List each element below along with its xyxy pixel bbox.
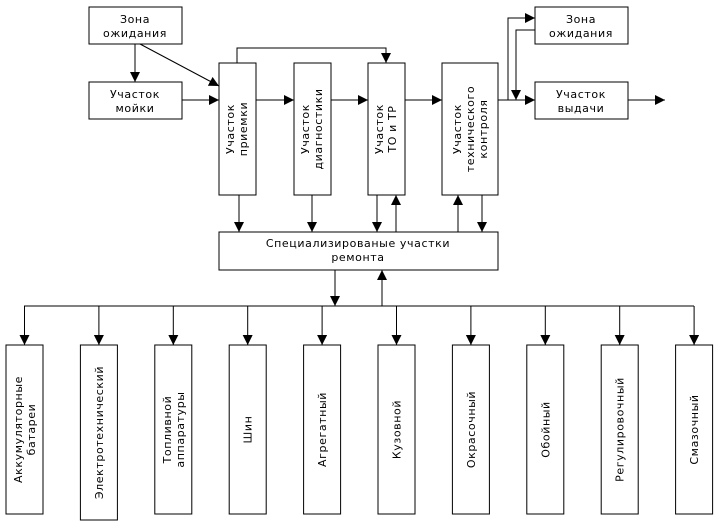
- workshop-9-box: [600, 344, 639, 515]
- uchastok-vydachi-line-1: Участок: [556, 88, 606, 101]
- workshop-3-label-line-2: аппаратуры: [174, 391, 187, 467]
- workshop-8-label-line-1: Обойный: [539, 401, 552, 458]
- workshop-1-label-line-2: батареи: [25, 404, 38, 456]
- uchastok-tech-kontrolya-line-1: Участок: [451, 104, 464, 154]
- zona-ozhidaniya-1-box: [88, 6, 183, 45]
- uchastok-moiki-line-2: мойки: [116, 102, 155, 115]
- workshop-2-box: [79, 344, 118, 521]
- zona-ozhidaniya-2-box: [534, 6, 629, 45]
- uchastok-vydachi-line-2: выдачи: [558, 102, 605, 115]
- workshop-4-box: [228, 344, 267, 515]
- workshop-3-box: [154, 344, 193, 515]
- workshop-3-label-line-1: Топливной: [161, 396, 174, 465]
- uchastok-diagnostiki-line-1: Участок: [299, 104, 312, 154]
- arrow-zona-2-to-vydacha: [511, 29, 535, 100]
- zona-ozhidaniya-2-line-2: ожидания: [549, 27, 613, 40]
- uchastok-to-tr-box: [367, 62, 406, 196]
- uchastok-priemki-line-2: приемки: [237, 102, 250, 156]
- workshop-1-box: [5, 344, 44, 515]
- uchastok-priemki-line-1: Участок: [224, 104, 237, 154]
- workshop-10-box: [675, 344, 714, 515]
- spec-uchastki-line-1: Специализированые участки: [266, 237, 450, 250]
- uchastok-moiki-box: [88, 81, 183, 120]
- uchastok-to-tr-line-1: Участок: [373, 104, 386, 154]
- uchastok-tech-kontrolya-box: [441, 62, 499, 196]
- workshop-6-label-line-1: Кузовной: [391, 400, 404, 459]
- uchastok-diagnostiki-box: [293, 62, 332, 196]
- uchastok-priemki-box: [218, 62, 257, 196]
- workshop-8-box: [526, 344, 565, 515]
- uchastok-tech-kontrolya-line-3: контроля: [477, 99, 490, 158]
- zona-ozhidaniya-2-line-1: Зона: [566, 13, 596, 26]
- workshop-2-label-line-1: Электротехнический: [93, 366, 106, 499]
- connectors: [19, 13, 700, 345]
- arrow-zona-to-priemka: [139, 43, 220, 87]
- workshop-5-label-line-1: Агрегатный: [316, 392, 329, 467]
- workshop-10-label-line-1: Смазочный: [688, 394, 701, 464]
- workshop-5-box: [303, 344, 342, 515]
- arrow-tech-kontrol-to-zona-2: [507, 13, 535, 100]
- workshop-4-label-line-1: Шин: [242, 416, 255, 444]
- uchastok-tech-kontrolya-line-2: технического: [464, 86, 477, 172]
- zona-ozhidaniya-1-line-1: Зона: [120, 13, 150, 26]
- workshop-9-label-line-1: Регулировочный: [614, 377, 627, 482]
- workshop-7-box: [451, 344, 490, 515]
- uchastok-moiki-line-1: Участок: [110, 88, 160, 101]
- workshop-drops: [19, 306, 700, 345]
- workshop-7-label-line-1: Окрасочный: [465, 391, 478, 468]
- workshop-6-box: [377, 344, 416, 515]
- spec-uchastki-box: [218, 231, 499, 271]
- uchastok-vydachi-box: [534, 81, 629, 120]
- spec-uchastki-line-2: ремонта: [331, 251, 384, 264]
- workshop-1-label-line-1: Аккумуляторные: [12, 376, 25, 483]
- zona-ozhidaniya-1-line-2: ожидания: [103, 27, 167, 40]
- arrow-priemka-to-to-tr-bypass: [236, 47, 391, 63]
- uchastok-diagnostiki-line-2: диагностики: [312, 88, 325, 169]
- uchastok-to-tr-line-2: ТО и ТР: [386, 105, 399, 153]
